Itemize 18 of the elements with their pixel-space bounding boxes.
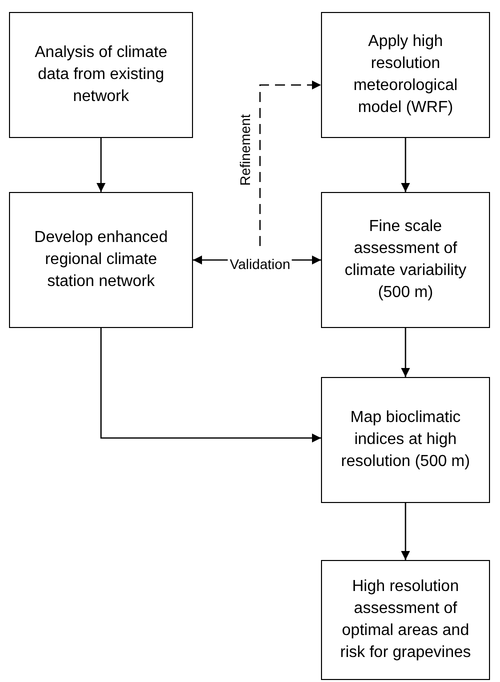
process-box [321,560,490,680]
arrow [96,138,106,192]
arrow [401,503,410,560]
box-text: Analysis of climate data from existing network [34,43,168,107]
box-text: Apply high resolution meteorological model (WRF) [352,32,459,118]
process-box [9,192,193,328]
box-text: Fine scale assessment of climate variability (500 m) [344,217,468,303]
process-box [321,192,490,328]
box-text: Map bioclimatic indices at high resolution (500 m) [340,408,471,472]
arrow [100,328,321,442]
arrow [259,80,321,246]
box-text: Develop enhanced regional climate station network [33,228,169,292]
arrow [401,138,410,192]
arrow [401,328,410,377]
process-box [321,12,490,138]
process-box [9,12,193,138]
box-text: High resolution assessment of optimal areas and risk for grapevines [339,577,472,663]
process-box [321,377,490,503]
